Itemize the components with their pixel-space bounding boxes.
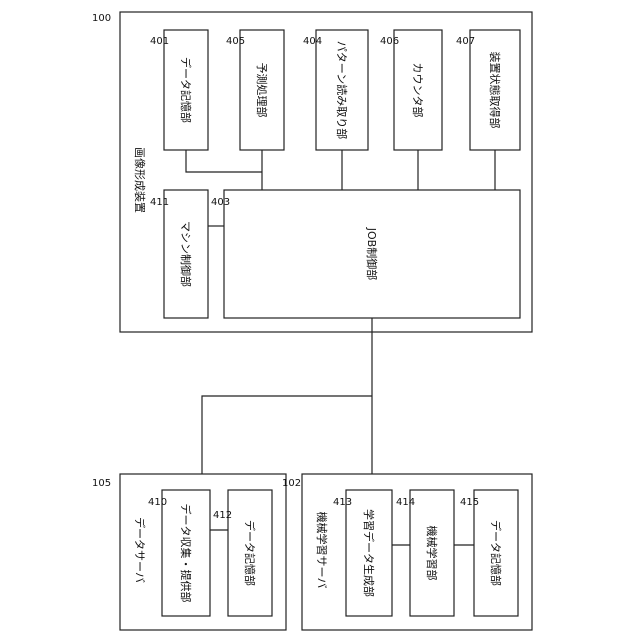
image-forming-device: 100 画像形成装置 データ記憶部 401 予測処理部 405 パターン読み取り… — [92, 12, 532, 332]
ref-410: 410 — [148, 497, 167, 508]
ref-405: 405 — [226, 36, 245, 47]
ref-412: 412 — [213, 510, 232, 521]
block-412-label: データ記憶部 — [243, 520, 257, 586]
ref-406: 406 — [380, 36, 399, 47]
link-to-data-server — [202, 396, 372, 474]
ref-100: 100 — [92, 13, 111, 24]
ref-403: 403 — [211, 197, 230, 208]
block-405-label: 予測処理部 — [255, 63, 269, 118]
ref-415: 415 — [460, 497, 479, 508]
block-401-label: データ記憶部 — [179, 57, 193, 123]
ref-414: 414 — [396, 497, 415, 508]
block-404-label: パターン読み取り部 — [335, 41, 349, 139]
ref-413: 413 — [333, 497, 352, 508]
block-406-label: カウンタ部 — [411, 63, 425, 118]
block-413-label: 学習データ生成部 — [362, 509, 376, 597]
ref-401: 401 — [150, 36, 169, 47]
block-407-label: 装置状態取得部 — [488, 52, 502, 129]
data-server: 105 データサーバ データ収集・提供部 410 データ記憶部 412 — [92, 474, 286, 630]
image-forming-device-title: 画像形成装置 — [133, 147, 146, 213]
ml-server-title: 機械学習サーバ — [315, 512, 329, 589]
block-415-label: データ記憶部 — [489, 520, 503, 586]
block-414-label: 機械学習部 — [425, 526, 439, 581]
ref-404: 404 — [303, 36, 322, 47]
ml-server: 102 機械学習サーバ 学習データ生成部 413 機械学習部 414 データ記憶… — [282, 474, 532, 630]
ref-407: 407 — [456, 36, 475, 47]
ref-102: 102 — [282, 478, 301, 489]
block-403-label: JOB制御部 — [365, 227, 379, 280]
data-server-title: データサーバ — [133, 517, 147, 583]
block-411-label: マシン制御部 — [179, 221, 193, 287]
ref-105: 105 — [92, 478, 111, 489]
block-410-label: データ収集・提供部 — [179, 504, 193, 603]
ref-411: 411 — [150, 197, 169, 208]
